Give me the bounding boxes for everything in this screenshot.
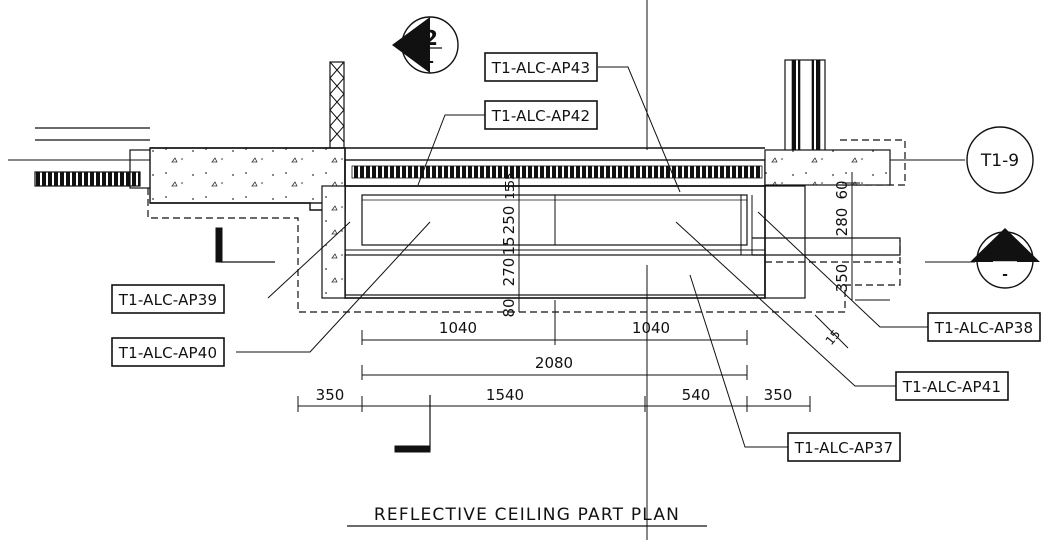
tag-ap43: T1-ALC-AP43 xyxy=(484,52,598,82)
dim-2080: 2080 xyxy=(535,354,573,372)
svg-text:T1-ALC-AP40: T1-ALC-AP40 xyxy=(118,344,218,362)
svg-text:T1-ALC-AP42: T1-ALC-AP42 xyxy=(491,107,591,125)
tag-ap42: T1-ALC-AP42 xyxy=(484,100,598,130)
dim-v-55: 55 xyxy=(503,172,517,187)
section-marker-1: 1 - xyxy=(970,228,1040,289)
dim-350-right: 350 xyxy=(764,386,793,404)
dim-1040-left: 1040 xyxy=(439,319,477,337)
dim-v-15a: 15 xyxy=(500,236,518,255)
tag-ap39: T1-ALC-AP39 xyxy=(111,284,225,314)
dim-v-15b: 15 xyxy=(503,184,517,199)
tag-ap40: T1-ALC-AP40 xyxy=(111,337,225,367)
dimension-text: 1040 1040 2080 350 1540 540 350 80 270 1… xyxy=(316,172,851,404)
tag-ap37: T1-ALC-AP37 xyxy=(787,432,901,462)
grid-bubble: T1-9 xyxy=(966,126,1034,194)
structure-linework xyxy=(8,0,975,540)
dimension-lines xyxy=(297,172,860,412)
section-2-sub: - xyxy=(428,54,434,70)
svg-text:T1-ALC-AP37: T1-ALC-AP37 xyxy=(794,439,894,457)
svg-text:T1-ALC-AP43: T1-ALC-AP43 xyxy=(491,59,591,77)
leader-lines xyxy=(236,66,928,448)
dim-v-15-right: 15 xyxy=(823,327,844,348)
dim-1040-right: 1040 xyxy=(632,319,670,337)
section-2-number: 2 xyxy=(424,26,438,50)
drawing-title: REFLECTIVE CEILING PART PLAN xyxy=(347,505,707,527)
dim-v-270: 270 xyxy=(500,258,518,287)
tag-ap41: T1-ALC-AP41 xyxy=(895,371,1009,401)
section-1-sub: - xyxy=(1002,267,1008,283)
section-marker-2: 2 - xyxy=(392,16,459,74)
dim-v-250: 250 xyxy=(500,206,518,235)
dim-v-60: 60 xyxy=(833,180,851,199)
tag-ap38: T1-ALC-AP38 xyxy=(927,312,1041,342)
drawing-title-text: REFLECTIVE CEILING PART PLAN xyxy=(374,505,680,525)
dim-1540: 1540 xyxy=(486,386,524,404)
dim-v-80: 80 xyxy=(500,298,518,317)
dim-350-left: 350 xyxy=(316,386,345,404)
dim-540: 540 xyxy=(682,386,711,404)
svg-text:T1-ALC-AP41: T1-ALC-AP41 xyxy=(902,378,1002,396)
dim-v-350: 350 xyxy=(833,264,851,293)
dim-v-280: 280 xyxy=(833,208,851,237)
svg-text:T1-ALC-AP38: T1-ALC-AP38 xyxy=(934,319,1034,337)
section-1-number: 1 xyxy=(998,239,1012,263)
grid-bubble-label: T1-9 xyxy=(980,151,1019,171)
svg-text:T1-ALC-AP39: T1-ALC-AP39 xyxy=(118,291,218,309)
